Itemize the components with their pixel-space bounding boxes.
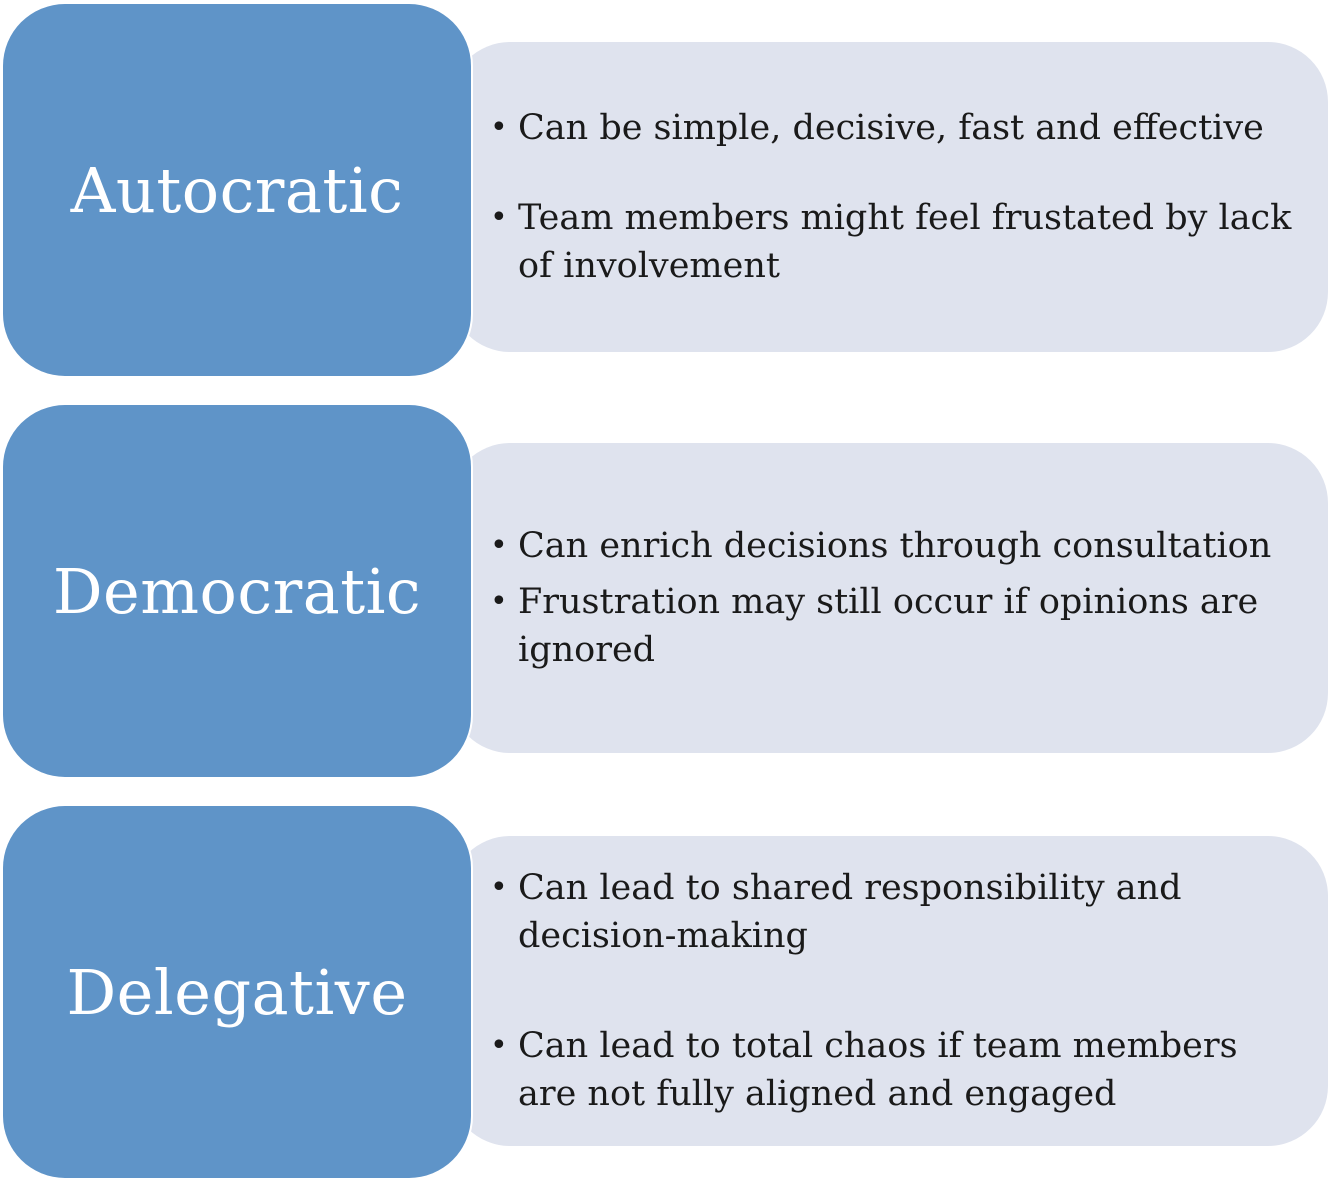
- detail-panel-delegative: • Can lead to shared responsibility and …: [450, 836, 1328, 1146]
- style-label-democratic: Democratic: [3, 405, 471, 777]
- style-label-autocratic: Autocratic: [3, 4, 471, 376]
- bullet-text: Team members might feel frustated by lac…: [518, 198, 1292, 286]
- bullet-item: • Team members might feel frustated by l…: [490, 194, 1298, 290]
- bullet-dot-icon: •: [490, 110, 508, 145]
- bullet-list: • Can be simple, decisive, fast and effe…: [490, 104, 1298, 290]
- bullet-dot-icon: •: [490, 870, 508, 905]
- bullet-dot-icon: •: [490, 584, 508, 619]
- bullet-text: Can enrich decisions through consultatio…: [518, 526, 1272, 566]
- bullet-item: • Can lead to shared responsibility and …: [490, 864, 1298, 960]
- bullet-dot-icon: •: [490, 1028, 508, 1063]
- detail-panel-democratic: • Can enrich decisions through consultat…: [450, 443, 1328, 753]
- bullet-text: Can lead to total chaos if team members …: [518, 1026, 1238, 1114]
- style-label-delegative: Delegative: [3, 806, 471, 1178]
- bullet-item: • Frustration may still occur if opinion…: [490, 578, 1298, 674]
- bullet-text: Can lead to shared responsibility and de…: [518, 868, 1182, 956]
- detail-panel-autocratic: • Can be simple, decisive, fast and effe…: [450, 42, 1328, 352]
- bullet-text: Can be simple, decisive, fast and effect…: [518, 108, 1264, 148]
- bullet-text: Frustration may still occur if opinions …: [518, 582, 1259, 670]
- style-row-democratic: • Can enrich decisions through consultat…: [0, 405, 1332, 777]
- bullet-dot-icon: •: [490, 528, 508, 563]
- style-row-delegative: • Can lead to shared responsibility and …: [0, 806, 1332, 1178]
- style-row-autocratic: • Can be simple, decisive, fast and effe…: [0, 4, 1332, 376]
- bullet-item: • Can enrich decisions through consultat…: [490, 522, 1298, 570]
- bullet-list: • Can enrich decisions through consultat…: [490, 522, 1298, 674]
- bullet-item: • Can be simple, decisive, fast and effe…: [490, 104, 1298, 152]
- bullet-dot-icon: •: [490, 200, 508, 235]
- bullet-item: • Can lead to total chaos if team member…: [490, 1022, 1298, 1118]
- bullet-list: • Can lead to shared responsibility and …: [490, 864, 1298, 1118]
